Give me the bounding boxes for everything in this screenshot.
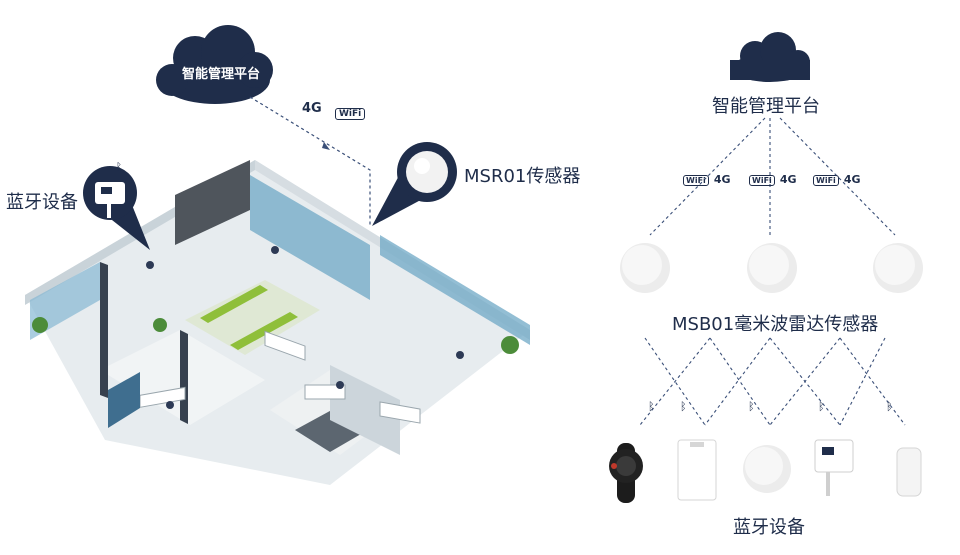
wifi-icon: WiFi bbox=[683, 175, 709, 186]
person bbox=[456, 351, 464, 359]
kitchen-counter bbox=[200, 285, 268, 323]
kitchen-counter-2 bbox=[230, 312, 298, 350]
plant bbox=[153, 318, 167, 332]
right-cloud-label: 智能管理平台 bbox=[712, 96, 820, 117]
network-4g-label: 4G bbox=[843, 173, 861, 186]
right-cloud bbox=[730, 32, 810, 82]
link-badge-3: WiFi 4G bbox=[813, 168, 861, 187]
bar-device bbox=[896, 447, 922, 497]
left-bluetooth-label: 蓝牙设备 bbox=[6, 192, 78, 213]
reception-desk bbox=[304, 384, 346, 400]
network-4g-label: 4G bbox=[302, 101, 322, 116]
partition-wall bbox=[100, 262, 108, 398]
glass-wall-left bbox=[30, 262, 100, 340]
svg-text:ᛒ: ᛒ bbox=[648, 400, 655, 413]
person bbox=[271, 246, 279, 254]
left-network-link bbox=[249, 96, 371, 225]
right-bluetooth-label: 蓝牙设备 bbox=[733, 517, 805, 538]
plant bbox=[32, 317, 48, 333]
left-cloud-label: 智能管理平台 bbox=[182, 67, 261, 82]
wall-screen bbox=[108, 372, 140, 428]
svg-text:ᛒ: ᛒ bbox=[886, 400, 893, 413]
person bbox=[146, 261, 154, 269]
bluetooth-icon: ᛒ ᛒ ᛒ ᛒ ᛒ bbox=[648, 400, 893, 413]
kitchen-floor bbox=[185, 280, 320, 355]
glass-wall-right bbox=[380, 235, 530, 345]
glass-wall-back bbox=[250, 175, 370, 300]
svg-text:ᛒ: ᛒ bbox=[818, 400, 825, 413]
partition-wall-2 bbox=[180, 330, 188, 424]
msb01-sensor bbox=[747, 243, 797, 293]
bluetooth-icon: ᛒ bbox=[116, 162, 122, 173]
left-cloud bbox=[156, 25, 273, 104]
brick-wall bbox=[175, 160, 250, 245]
msb01-sensor bbox=[620, 243, 670, 293]
reception-wall bbox=[330, 365, 400, 455]
round-device bbox=[743, 445, 791, 493]
desk bbox=[264, 330, 306, 361]
svg-text:ᛒ: ᛒ bbox=[680, 400, 687, 413]
right-cloud-links bbox=[649, 117, 896, 236]
left-bluetooth-callout: ᛒ bbox=[83, 162, 150, 250]
msb01-sensor bbox=[873, 243, 923, 293]
msr01-sensor-label: MSR01传感器 bbox=[464, 166, 581, 187]
network-4g-label: 4G bbox=[779, 173, 797, 186]
bluetooth-links bbox=[639, 337, 906, 426]
plant bbox=[501, 336, 519, 354]
link-badge-2: WiFi 4G bbox=[749, 168, 797, 187]
usb-probe-device bbox=[814, 439, 854, 496]
msb01-sensor-label: MSB01毫米波雷达传感器 bbox=[672, 314, 879, 335]
person bbox=[166, 401, 174, 409]
desk bbox=[379, 401, 421, 424]
wifi-badge: WiFi bbox=[335, 101, 366, 120]
wifi-icon: WiFi bbox=[813, 175, 839, 186]
msr01-callout bbox=[372, 142, 457, 226]
wifi-icon: WiFi bbox=[749, 175, 775, 186]
link-arrow bbox=[322, 142, 330, 150]
network-4g-label: 4G bbox=[713, 173, 731, 186]
wristband-device bbox=[609, 443, 643, 503]
svg-text:ᛒ: ᛒ bbox=[748, 400, 755, 413]
link-badge-1: WiFi 4G bbox=[683, 168, 731, 187]
card-device bbox=[677, 439, 717, 501]
person bbox=[336, 381, 344, 389]
wifi-icon: WiFi bbox=[335, 108, 366, 120]
